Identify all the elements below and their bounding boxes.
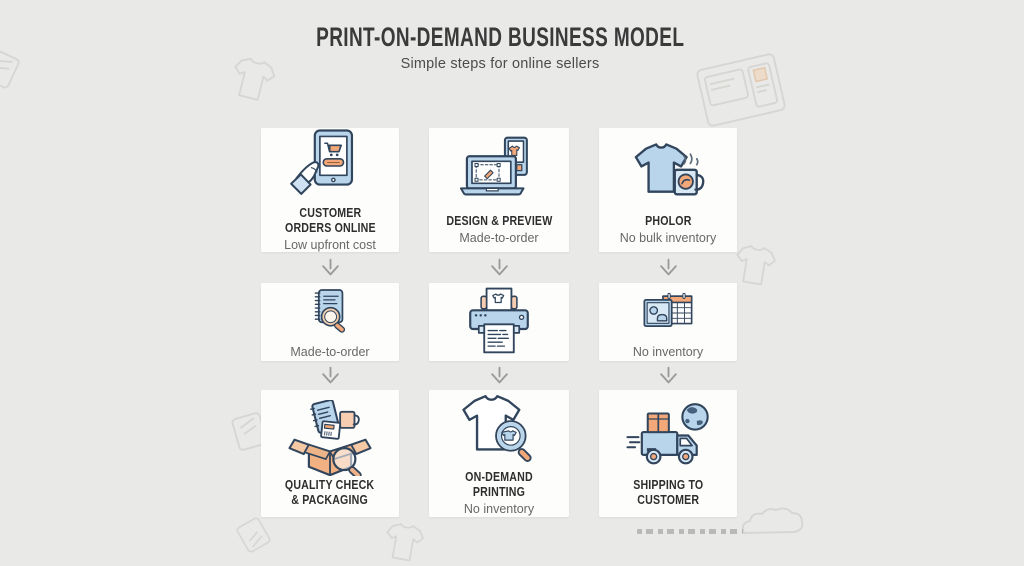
card-title: CUSTOMER ORDERS ONLINE <box>284 206 376 235</box>
card-subtitle: No inventory <box>632 345 704 359</box>
notebook-magnifier-icon <box>298 285 362 341</box>
down-arrow-icon <box>261 361 399 390</box>
laptop-design-icon <box>455 136 543 212</box>
step-card-tablet-order: CUSTOMER ORDERS ONLINE Low upfront cost <box>261 128 399 252</box>
step-card-printer <box>429 283 569 361</box>
truck-globe-icon <box>624 400 712 476</box>
down-arrow-icon <box>599 361 737 390</box>
tshirt-mug-icon <box>624 136 712 212</box>
tshirt-doodle <box>732 240 778 290</box>
page-subtitle: Simple steps for online sellers <box>400 56 600 72</box>
clipped-caption-fragment <box>637 529 743 534</box>
card-title: SHIPPING TO CUSTOMER <box>632 477 704 507</box>
printer-icon <box>459 287 539 357</box>
tshirt-magnifier-icon <box>455 392 543 468</box>
step-card-truck-globe: SHIPPING TO CUSTOMER <box>599 390 737 517</box>
step-card-notebook-magnifier: Made-to-order <box>261 283 399 361</box>
step-card-photo-calendar: No inventory <box>599 283 737 361</box>
card-title: QUALITY CHECK & PACKAGING <box>285 477 375 507</box>
card-subtitle: Made-to-order <box>290 345 370 359</box>
step-card-tshirt-mug: PHOLOR No bulk inventory <box>599 128 737 252</box>
step-card-box-packaging: QUALITY CHECK & PACKAGING <box>261 390 399 517</box>
card-subtitle: No inventory <box>463 501 535 516</box>
page-title: PRINT-ON-DEMAND BUSINESS MODEL <box>315 22 685 53</box>
note-doodle <box>234 515 272 554</box>
steps-grid: CUSTOMER ORDERS ONLINE Low upfront cost … <box>261 128 737 517</box>
card-subtitle: Low upfront cost <box>284 238 376 252</box>
down-arrow-icon <box>429 252 569 283</box>
card-subtitle: No bulk inventory <box>619 230 717 245</box>
header: PRINT-ON-DEMAND BUSINESS MODEL Simple st… <box>0 22 1000 72</box>
step-card-laptop-design: DESIGN & PREVIEW Made-to-order <box>429 128 569 252</box>
tablet-order-icon <box>286 128 374 204</box>
down-arrow-icon <box>599 252 737 283</box>
tshirt-doodle <box>382 518 427 566</box>
photo-calendar-icon <box>636 285 700 341</box>
box-packaging-icon <box>286 400 374 476</box>
card-title: PHOLOR <box>644 213 692 228</box>
down-arrow-icon <box>429 361 569 390</box>
card-title: DESIGN & PREVIEW <box>445 213 553 228</box>
squiggle-doodle <box>740 503 806 539</box>
down-arrow-icon <box>261 252 399 283</box>
card-title: ON-DEMAND PRINTING <box>465 469 533 499</box>
card-subtitle: Made-to-order <box>459 230 539 245</box>
step-card-tshirt-magnifier: ON-DEMAND PRINTING No inventory <box>429 390 569 517</box>
